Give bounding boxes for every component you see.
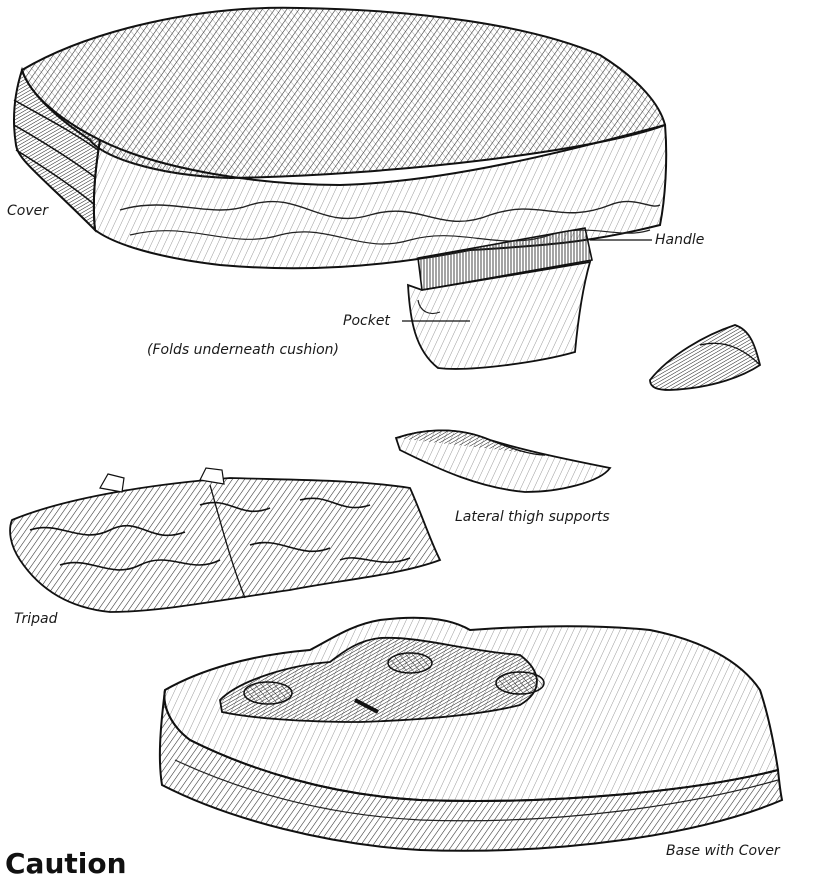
cover-label: Cover: [7, 204, 48, 218]
caution-heading: Caution: [5, 850, 127, 878]
cover-illustration: [14, 8, 666, 369]
base-illustration: [160, 618, 782, 851]
tripad-illustration: [10, 468, 440, 612]
thigh-support-right-illustration: [650, 325, 760, 390]
pocket-label: Pocket: [343, 314, 390, 328]
lateral-thigh-supports-label: Lateral thigh supports: [455, 510, 610, 524]
pocket-note-label: (Folds underneath cushion): [147, 343, 339, 357]
tripad-label: Tripad: [14, 612, 57, 626]
base-with-cover-label: Base with Cover: [666, 844, 780, 858]
handle-label: Handle: [655, 233, 704, 247]
thigh-support-left-illustration: [396, 430, 610, 492]
